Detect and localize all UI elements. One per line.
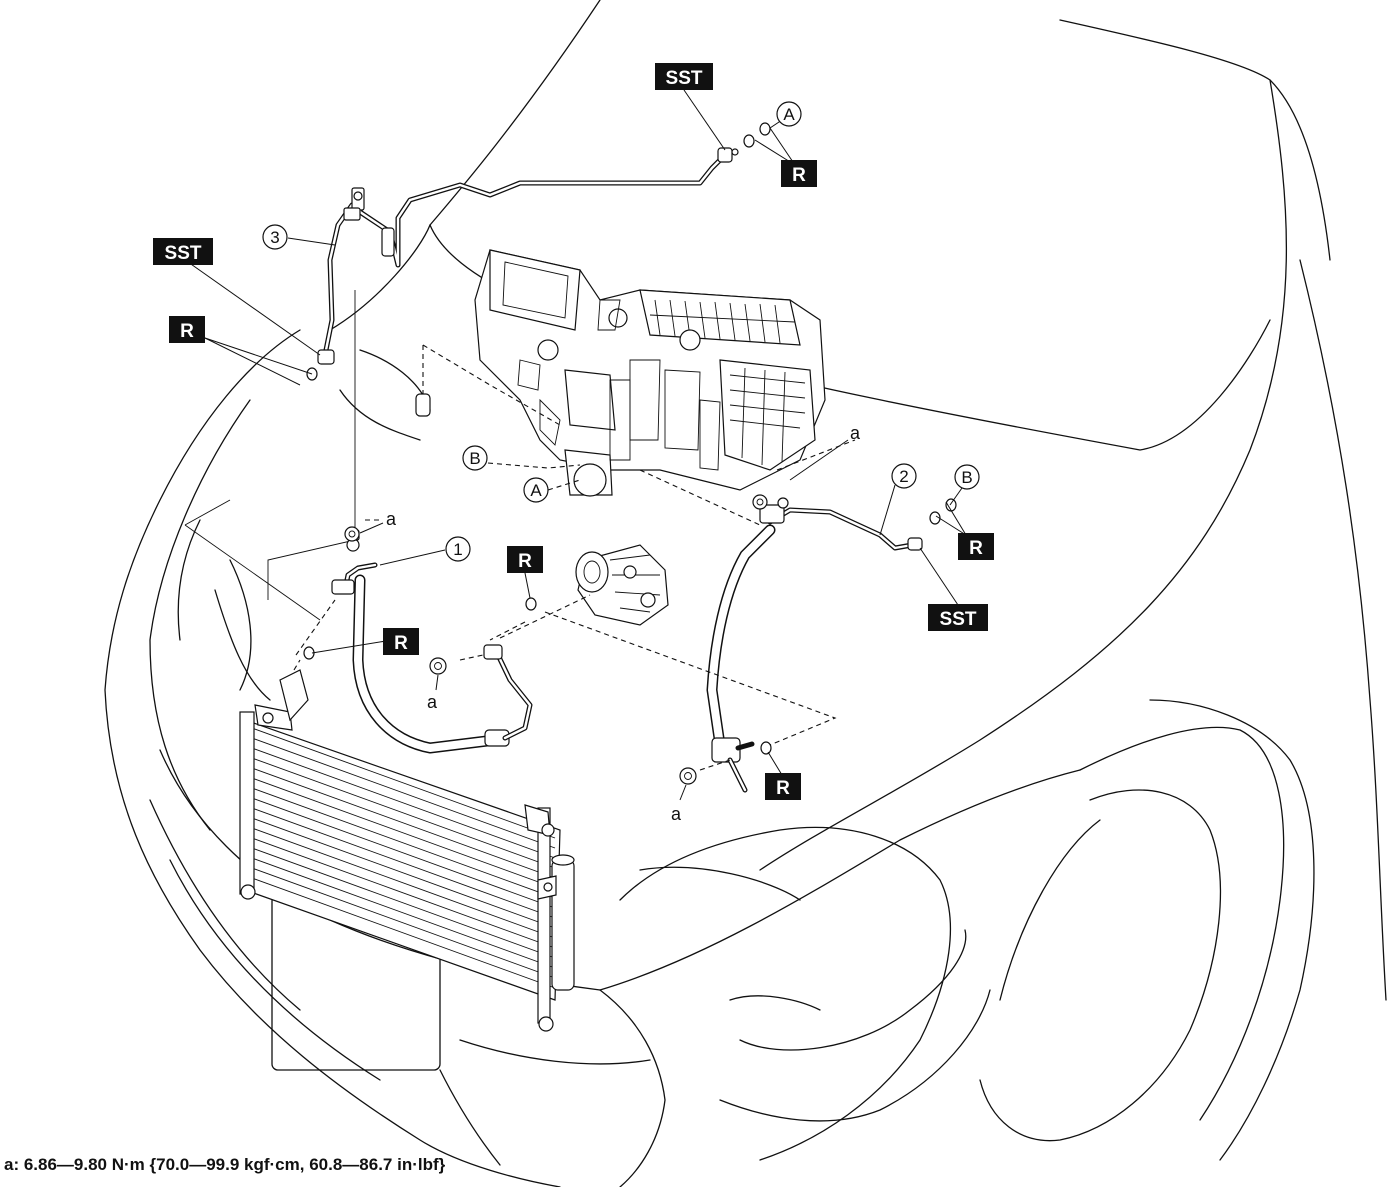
callout-ref-a-unit: A [523,477,549,503]
r-tag-top: R [781,160,817,187]
bolt-hose-2-top [752,494,768,510]
sst-tag-top-text: SST [666,68,703,89]
torque-specification: a: 6.86—9.80 N·m {70.0—99.9 kgf·cm, 60.8… [4,1155,446,1174]
callout-1-text: 1 [453,540,462,559]
leader-lines [187,89,967,801]
bolt-label-hose-2: a [850,423,861,443]
o-rings [303,122,957,755]
bolt-label-suction: a [671,804,682,824]
callout-3: 3 [262,224,288,250]
r-tag-bottom-text: R [776,778,790,799]
r-tag-hose-1: R [383,628,419,655]
r-tag-left: R [169,316,205,343]
assembly-dashed-lines [293,344,856,771]
pipe-3 [317,147,739,365]
sst-tag-left: SST [153,238,213,265]
r-tag-left-text: R [180,321,194,342]
sst-tag-left-text: SST [165,243,202,264]
callout-ref-a-top: A [776,101,802,127]
callout-1: 1 [445,536,471,562]
receiver-drier [537,854,575,991]
callout-ref-b-unit: B [462,445,488,471]
heater-evaporator-unit [474,249,826,497]
sst-tag-right-text: SST [940,609,977,630]
bolt-label-discharge: a [427,692,438,712]
bolt-hose-1-top [344,526,360,542]
callout-ref-b-right: B [954,464,980,490]
sst-tag-top: SST [655,63,713,90]
callout-2: 2 [891,463,917,489]
bolt-label-hose-1: a [386,509,397,529]
hose-1 [331,529,533,754]
r-tag-right: R [958,533,994,560]
r-tag-right-text: R [969,538,983,559]
r-tag-compressor: R [507,546,543,573]
bolt-compressor-discharge [429,657,447,675]
compressor [575,544,669,626]
vehicle-body-outline [104,0,1387,1187]
callout-ref-b-right-text: B [961,468,972,487]
callout-3-text: 3 [270,228,279,247]
bolt-compressor-suction [679,767,697,785]
callout-2-text: 2 [899,467,908,486]
condenser [239,669,561,1032]
callout-ref-b-unit-text: B [469,449,480,468]
callout-ref-a-unit-text: A [530,481,542,500]
r-tag-top-text: R [792,165,806,186]
callout-ref-a-top-text: A [783,105,795,124]
hose-2 [706,497,923,793]
r-tag-hose-1-text: R [394,633,408,654]
r-tag-compressor-text: R [518,551,532,572]
sst-tag-right: SST [928,604,988,631]
r-tag-bottom: R [765,773,801,800]
